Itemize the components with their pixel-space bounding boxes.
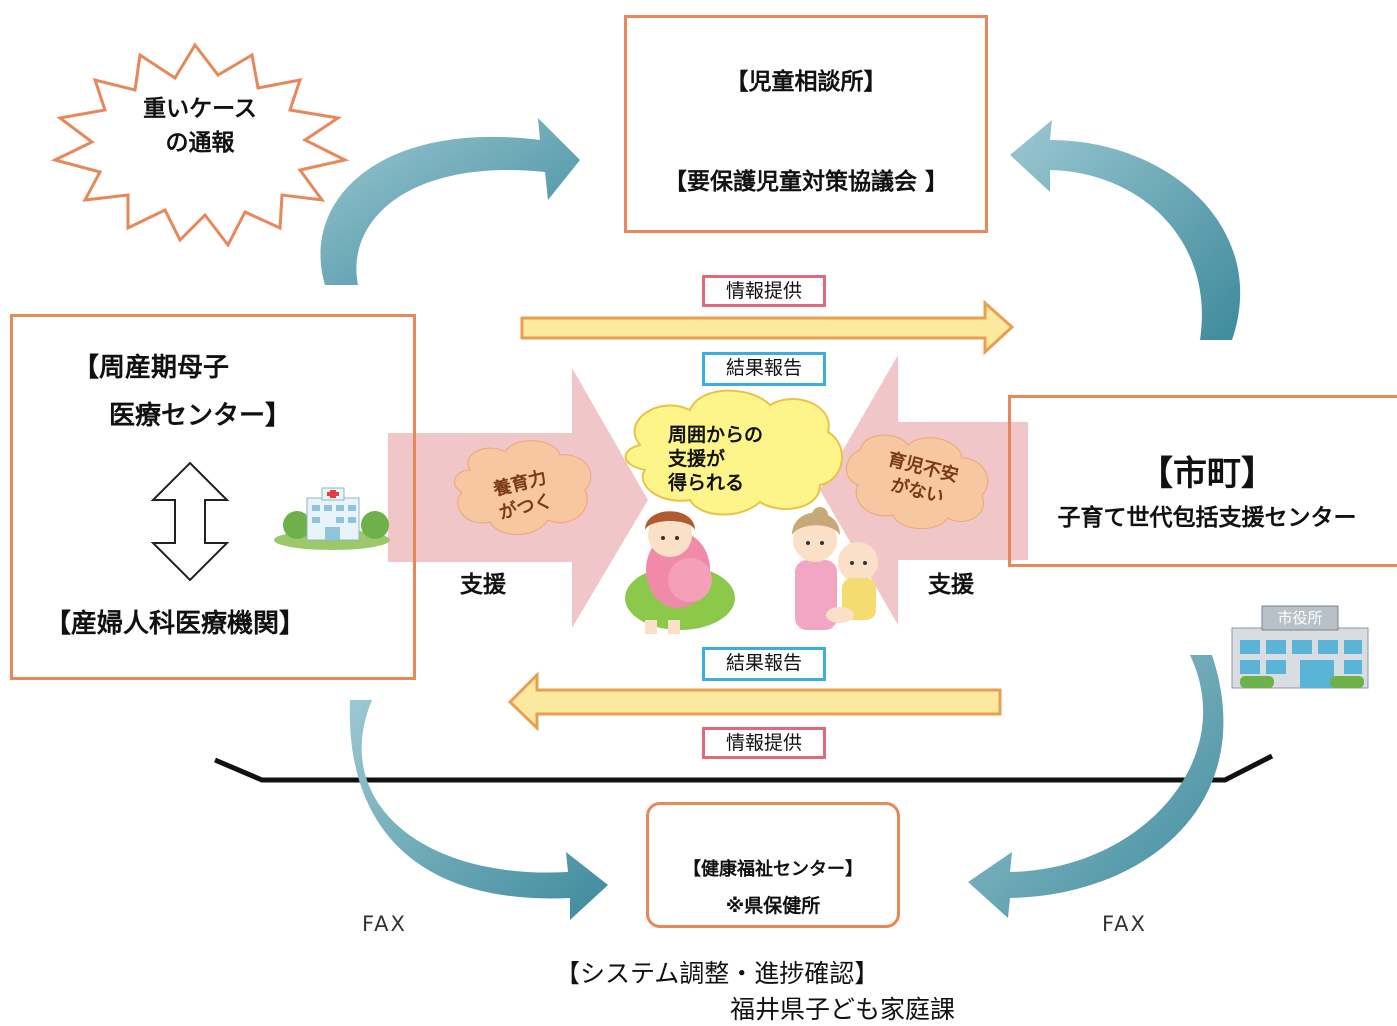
health-welfare-center-box: 【健康福祉センター】 ※県保健所: [646, 802, 900, 928]
cloud-center-line3: 得られる: [668, 472, 745, 494]
support-label-left: 支援: [460, 572, 506, 598]
child-guidance-center-box: 【児童相談所】 【要保護児童対策協議会 】: [624, 15, 988, 233]
cloud-left: [453, 440, 592, 535]
burst-line2: の通報: [165, 130, 235, 156]
fukui-children-family-division-label: 福井県子ども家庭課: [730, 995, 956, 1024]
child-guidance-center-title: 【児童相談所】: [725, 69, 887, 95]
system-coordination-label: 【システム調整・進捗確認】: [555, 959, 880, 988]
cloud-right: [846, 434, 989, 530]
fax-label-right: FAX: [1102, 912, 1147, 936]
obstetrics-institution-label: 【産婦人科医療機関】: [45, 609, 306, 639]
perinatal-center-line2: 医療センター】: [109, 401, 292, 431]
fax-label-left: FAX: [362, 912, 407, 936]
bracket-line: [214, 753, 1274, 783]
double-arrow-hollow: [150, 461, 230, 582]
hospital-illustration: [274, 487, 390, 550]
cloud-center-line1: 周囲からの: [668, 424, 764, 446]
info-provision-label-top: 情報提供: [702, 275, 826, 307]
cloud-center: [624, 389, 843, 516]
comprehensive-support-center-label: 子育て世代包括支援センター: [1057, 505, 1357, 531]
perinatal-center-line1: 【周産期母子: [73, 353, 230, 383]
curve-arrow-left-top: [320, 118, 580, 285]
mother-baby-illustration: [792, 507, 878, 630]
prefectural-health-office-label: ※県保健所: [725, 895, 821, 917]
curve-arrow-left-bottom: [349, 700, 608, 920]
support-label-right: 支援: [928, 572, 974, 598]
protection-council-title: 【要保護児童対策協議会 】: [663, 169, 948, 195]
info-provision-label-bottom: 情報提供: [702, 727, 826, 759]
burst-line1: 重いケース: [143, 96, 257, 122]
city-hall-illustration: [1231, 605, 1369, 689]
pregnant-woman-illustration: [625, 511, 735, 634]
city-hall-sign: 市役所: [1277, 609, 1323, 627]
city-town-title: 【市町】: [1139, 454, 1275, 494]
curve-arrow-right-bottom: [968, 655, 1224, 918]
curve-arrow-right-top: [1010, 120, 1241, 340]
health-welfare-center-title: 【健康福祉センター】: [683, 859, 863, 880]
result-report-label-top: 結果報告: [702, 352, 826, 386]
report-arrow-left: [507, 671, 1002, 732]
info-arrow-right: [520, 299, 1015, 356]
burst-shape: [50, 42, 350, 248]
burst-text: 重いケース の通報: [125, 92, 275, 160]
city-town-box: 【市町】 子育て世代包括支援センター: [1008, 395, 1397, 567]
cloud-center-line2: 支援が: [668, 448, 726, 470]
result-report-label-bottom: 結果報告: [702, 647, 826, 681]
perinatal-center-box: 【周産期母子 医療センター】 【産婦人科医療機関】: [10, 314, 416, 680]
cloud-center-text: 周囲からの 支援が 得られる: [668, 423, 763, 495]
